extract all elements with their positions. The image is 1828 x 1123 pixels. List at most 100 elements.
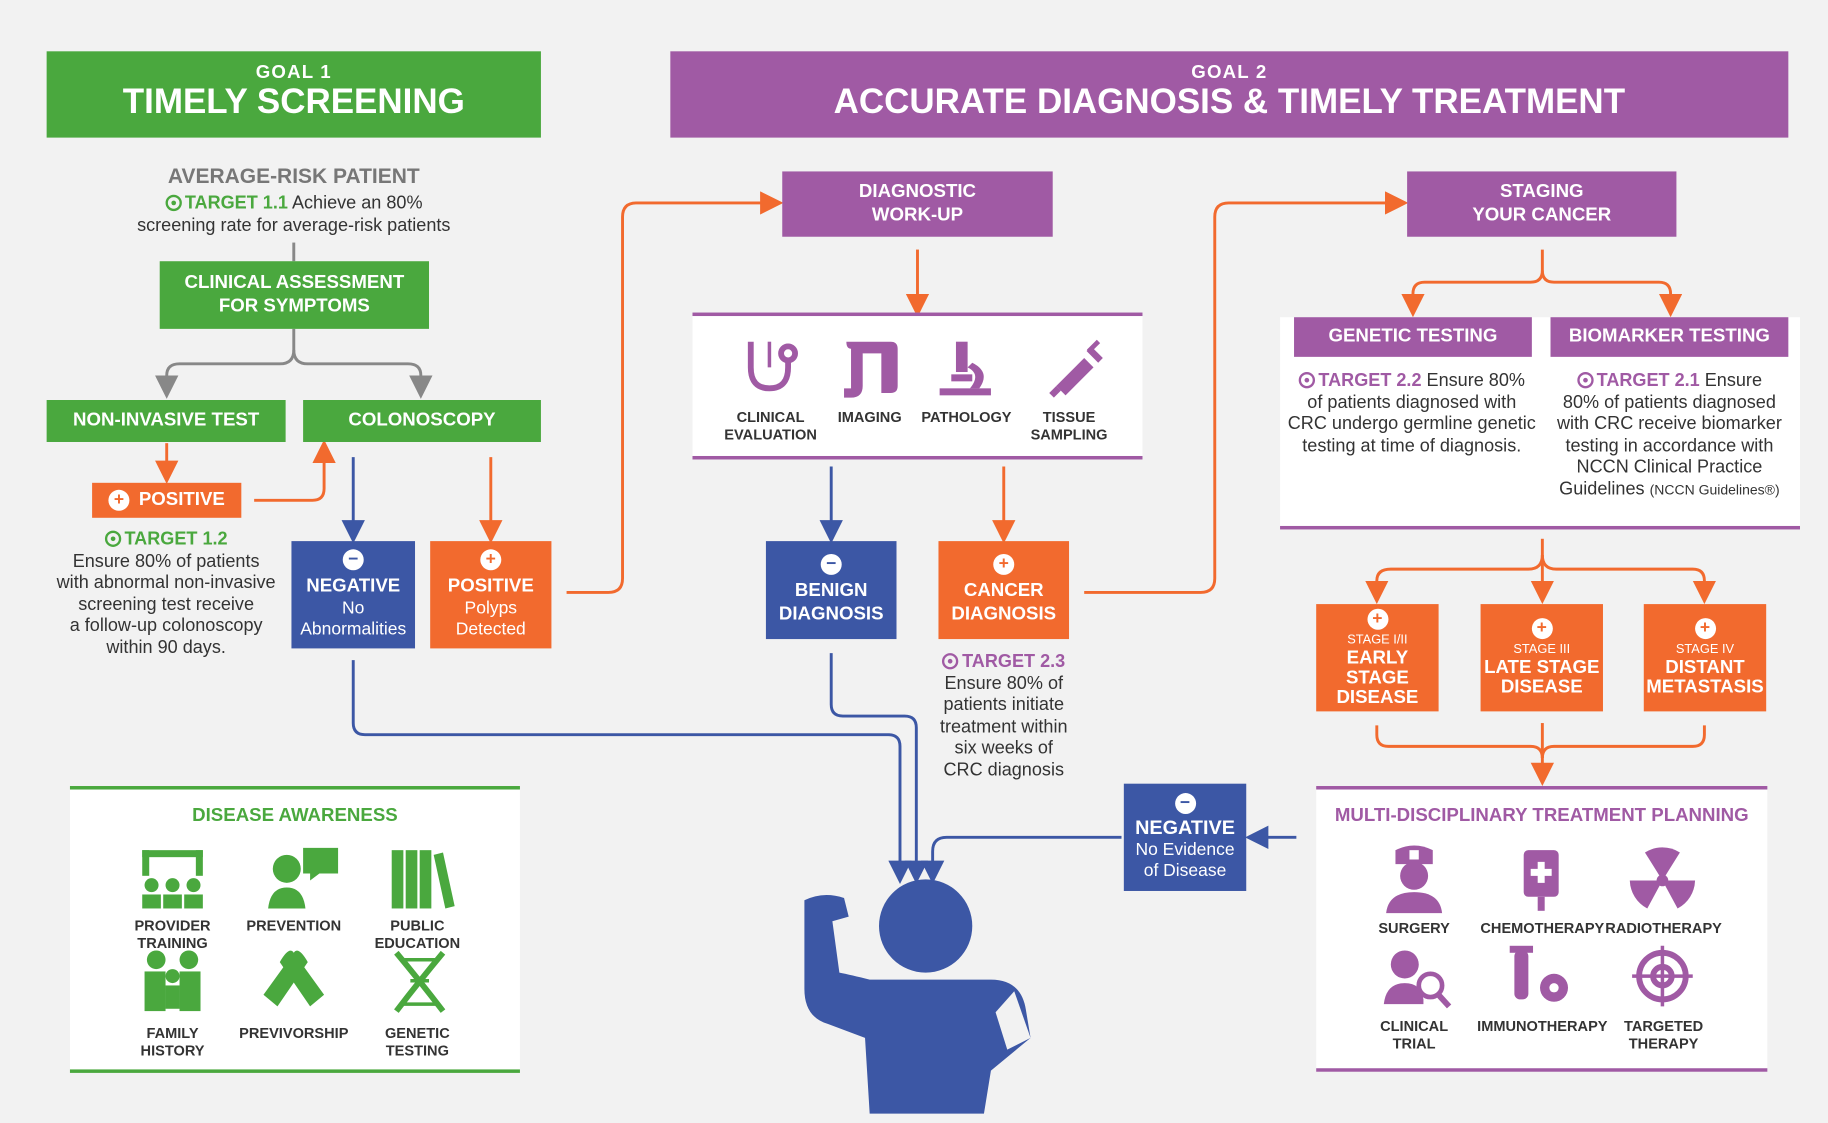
- stage-line2: DISEASE: [1500, 677, 1583, 698]
- average-risk-block: AVERAGE-RISK PATIENT TARGET 1.1 Achieve …: [70, 163, 518, 236]
- colonoscopy-box: COLONOSCOPY: [303, 400, 541, 442]
- diagnostic-icons: [747, 339, 1103, 398]
- crosshair-icon: [1632, 945, 1693, 1007]
- genetic-testing-header: GENETIC TESTING: [1294, 317, 1532, 357]
- target-1-2-line: a follow-up colonoscopy: [69, 615, 263, 636]
- disease-awareness-title: DISEASE AWARENESS: [192, 805, 398, 826]
- goal1-header: GOAL 1 TIMELY SCREENING: [46, 51, 541, 138]
- stage-line1: EARLY STAGE: [1345, 647, 1409, 688]
- negative2-sub: No Evidence: [1135, 839, 1235, 860]
- awareness-label: PREVIVORSHIP: [239, 1025, 349, 1042]
- target-icon: [165, 194, 182, 212]
- positive-polyps-box: + POSITIVE Polyps Detected: [430, 541, 552, 649]
- negative2-sub: of Disease: [1143, 860, 1227, 881]
- plus-icon: +: [108, 489, 130, 511]
- negative2-title: NEGATIVE: [1135, 816, 1235, 839]
- clinical-assessment-line2: FOR SYMPTOMS: [218, 296, 370, 317]
- negative1-sub: Abnormalities: [300, 619, 407, 640]
- goal2-title: ACCURATE DIAGNOSIS & TIMELY TREATMENT: [833, 82, 1626, 122]
- target-1-2-block: TARGET 1.2 Ensure 80% of patients with a…: [47, 529, 286, 658]
- stage-line2: METASTASIS: [1646, 677, 1764, 698]
- ribbon-icon: [263, 950, 325, 1007]
- target-2-1-label: TARGET 2.1: [1576, 371, 1700, 391]
- stage-small: STAGE IV: [1675, 642, 1735, 657]
- target-2-3-line: Ensure 80% of: [944, 673, 1064, 694]
- mdt-panel: MULTI-DISCIPLINARY TREATMENT PLANNING SU…: [1316, 786, 1768, 1072]
- target-1-1-text2: screening rate for average-risk patients: [137, 215, 451, 235]
- radiation-icon: [1629, 847, 1696, 909]
- stage-line2: DISEASE: [1336, 687, 1419, 708]
- target-2-1-text: Ensure: [1704, 370, 1763, 391]
- target-icon: [104, 530, 121, 547]
- average-risk-title: AVERAGE-RISK PATIENT: [167, 164, 420, 188]
- awareness-icons: [142, 847, 455, 1013]
- goal2-header: GOAL 2 ACCURATE DIAGNOSIS & TIMELY TREAT…: [670, 51, 1789, 138]
- minus-icon: −: [820, 553, 842, 575]
- doctor-speech-icon: [268, 847, 339, 909]
- diag-icon-label: IMAGING: [837, 409, 902, 426]
- dna-icon: [394, 950, 446, 1013]
- mdt-title: MULTI-DISCIPLINARY TREATMENT PLANNING: [1334, 805, 1749, 826]
- nccn-guidelines-note: (NCCN Guidelines®): [1649, 481, 1780, 498]
- target-2-1-line: NCCN Clinical Practice: [1576, 457, 1763, 477]
- stage-line1: LATE STAGE: [1484, 657, 1600, 678]
- goal1-title: TIMELY SCREENING: [122, 82, 465, 122]
- surgeon-icon: [1386, 845, 1443, 914]
- target-icon: [1576, 372, 1594, 389]
- cancer-line2: DIAGNOSIS: [951, 604, 1057, 624]
- mdt-label: RADIOTHERAPY: [1605, 920, 1722, 937]
- staging-line1: STAGING: [1499, 181, 1584, 202]
- positive1-sub: Polyps: [464, 598, 518, 619]
- iv-bag-icon: [1523, 850, 1559, 911]
- books-icon: [391, 850, 455, 909]
- stethoscope-icon: [747, 341, 798, 392]
- target-2-2-line: testing at time of diagnosis.: [1302, 435, 1522, 456]
- diagnostic-workup-box: DIAGNOSTIC WORK-UP: [782, 171, 1053, 237]
- positive-tag-label: POSITIVE: [138, 489, 225, 510]
- colon-icon: [844, 341, 898, 398]
- minus-icon: −: [342, 549, 364, 571]
- target-2-3-line: treatment within: [939, 716, 1068, 737]
- target-2-3-line: patients initiate: [943, 695, 1065, 715]
- diagnostic-workup-line1: DIAGNOSTIC: [858, 181, 977, 202]
- plus-icon: +: [993, 553, 1015, 575]
- negative1-sub: No: [342, 598, 365, 619]
- target-icon: [942, 653, 959, 670]
- stage-small: STAGE III: [1513, 642, 1571, 657]
- benign-diagnosis-box: − BENIGN DIAGNOSIS: [765, 541, 897, 640]
- microscope-icon: [939, 341, 991, 396]
- target-2-1-line: 80% of patients diagnosed: [1562, 392, 1776, 413]
- target-2-3-line: CRC diagnosis: [943, 759, 1065, 780]
- cancer-diagnosis-box: + CANCER DIAGNOSIS: [938, 541, 1070, 640]
- target-2-2-text: Ensure 80%: [1426, 370, 1525, 391]
- biomarker-testing-header: BIOMARKER TESTING: [1550, 317, 1789, 357]
- stage-small: STAGE I/II: [1347, 632, 1408, 647]
- positive1-sub: Detected: [455, 619, 526, 640]
- cancer-line1: CANCER: [963, 580, 1044, 601]
- target-1-2-label: TARGET 1.2: [47, 529, 286, 551]
- syringe-icon: [1049, 339, 1103, 398]
- patient-figure-icon: [804, 879, 1031, 1114]
- positive-tag: + POSITIVE: [92, 482, 242, 518]
- non-invasive-test-box: NON-INVASIVE TEST: [46, 400, 286, 442]
- target-2-2-line: CRC undergo germline genetic: [1287, 414, 1536, 434]
- awareness-label: PREVENTION: [246, 917, 342, 935]
- mdt-label: SURGERY: [1378, 920, 1450, 937]
- benign-line2: DIAGNOSIS: [778, 604, 884, 624]
- negative-no-evidence-box: − NEGATIVE No Evidence of Disease: [1123, 783, 1247, 891]
- mdt-icons: [1383, 845, 1696, 1009]
- negative-no-abnormalities-box: − NEGATIVE No Abnormalities: [291, 541, 416, 649]
- mdt-label: IMMUNOTHERAPY: [1477, 1018, 1608, 1035]
- stage-box-distant: + STAGE IV DISTANT METASTASIS: [1643, 604, 1767, 712]
- stage-line1: DISTANT: [1665, 657, 1745, 678]
- target-1-2-line: screening test receive: [78, 594, 255, 615]
